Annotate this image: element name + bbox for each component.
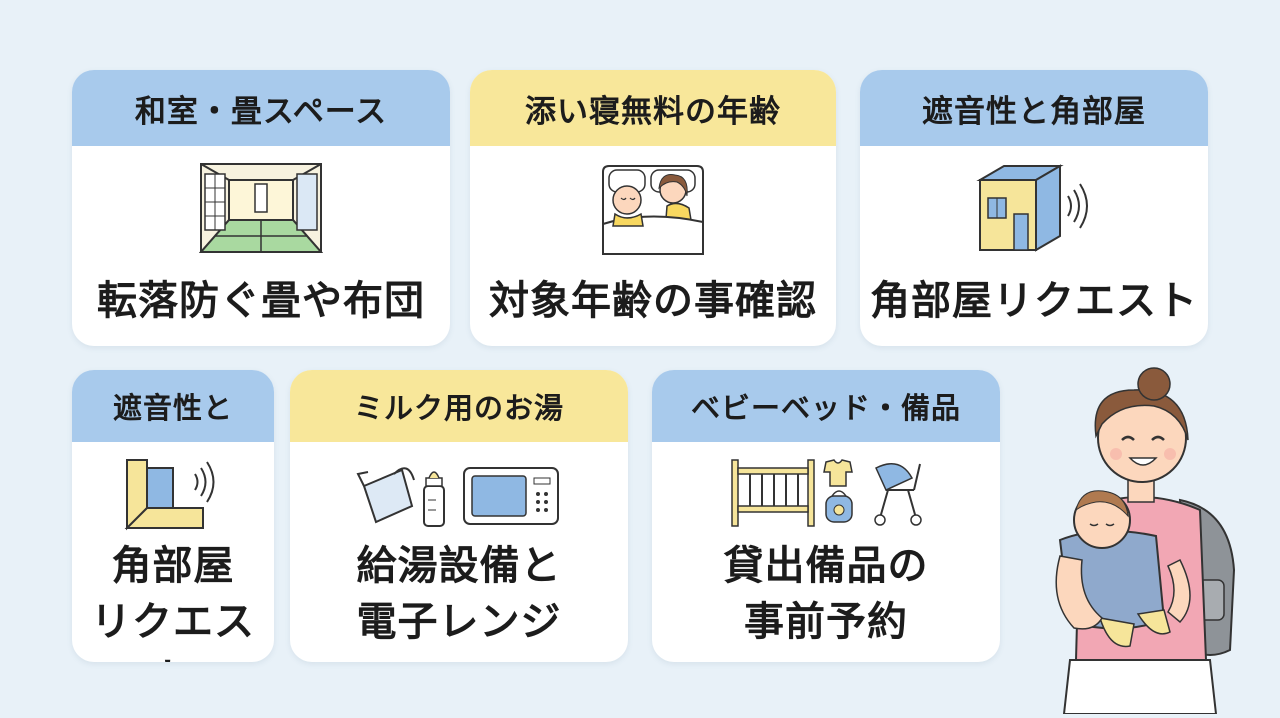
stroller-icon (874, 463, 922, 526)
card-body: 転落防ぐ畳や布団 (72, 268, 450, 326)
card-header: ミルク用のお湯 (290, 370, 628, 442)
card-body-line: 貸出備品の (723, 543, 929, 589)
kettle-bottle-microwave-icon (290, 456, 628, 530)
crib-baby-items-icon (652, 456, 1000, 528)
card-body: 角部屋リクエスト (860, 268, 1208, 326)
card-body-line: リクエスト (91, 599, 255, 662)
card-body-line: 対象年齢の事確認 (489, 278, 817, 324)
card-co-sleeping: 添い寝無料の年齢 対象年齢の事確認 (470, 70, 836, 346)
kettle-icon (356, 467, 415, 524)
card-milk-water: ミルク用のお湯 (290, 370, 628, 662)
card-body: 角部屋 リクエスト (72, 538, 274, 662)
corner-room-house-icon (860, 162, 1208, 254)
card-body-line: 転落防ぐ畳や布団 (97, 278, 425, 324)
baby-bottle-icon (423, 471, 445, 527)
mother-with-baby-carrier-icon (1030, 360, 1250, 715)
card-body-line: 角部屋 (111, 543, 235, 589)
baby-bag-icon (825, 490, 853, 523)
card-body-line: 事前予約 (744, 599, 908, 645)
card-soundproof: 遮音性と 角部屋 リクエスト (72, 370, 274, 662)
card-header: 添い寝無料の年齢 (470, 70, 836, 146)
card-body: 給湯設備と 電子レンジ (290, 538, 628, 650)
crib-icon (731, 459, 815, 527)
onesie-icon (823, 459, 853, 487)
card-header: 遮音性と (72, 370, 274, 442)
card-body-line: 給湯設備と (356, 543, 562, 589)
tatami-room-icon (72, 162, 450, 254)
card-header: 和室・畳スペース (72, 70, 450, 146)
card-corner-room: 遮音性と角部屋 角部屋リクエスト (860, 70, 1208, 346)
card-body: 貸出備品の 事前予約 (652, 538, 1000, 650)
microwave-icon (463, 467, 559, 525)
card-header: ベビーベッド・備品 (652, 370, 1000, 442)
card-body: 対象年齢の事確認 (470, 268, 836, 326)
co-sleeping-icon (470, 162, 836, 258)
card-header: 遮音性と角部屋 (860, 70, 1208, 146)
card-tatami-room: 和室・畳スペース 転落防ぐ畳や布団 (72, 70, 450, 346)
card-body-line: 電子レンジ (356, 599, 562, 645)
card-body-line: 角部屋リクエスト (870, 278, 1198, 324)
card-baby-bed: ベビーベッド・備品 (652, 370, 1000, 662)
soundproof-wall-icon (72, 456, 274, 532)
